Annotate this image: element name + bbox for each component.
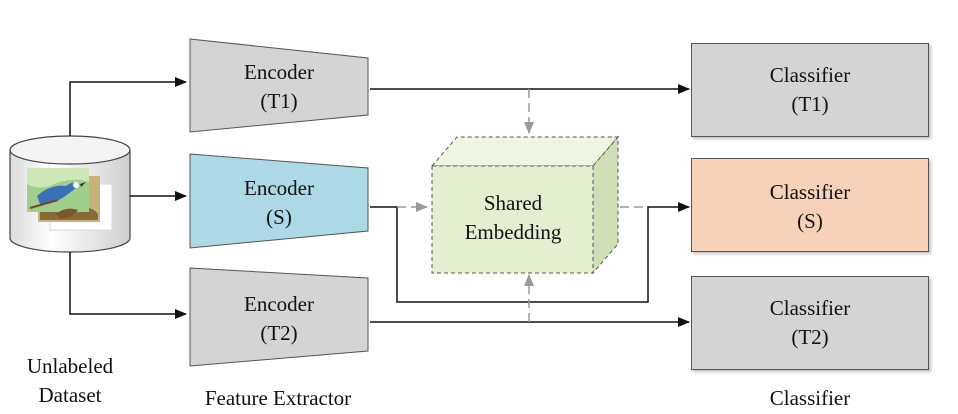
encoders	[189, 38, 369, 367]
shared-embedding-cube	[430, 135, 620, 275]
encoder-t1-shape	[189, 38, 369, 133]
feature-extractor-column-label: Feature Extractor	[204, 386, 352, 410]
encoder-t2-shape	[189, 267, 369, 367]
embedding-connectors	[397, 89, 648, 322]
classifier-t2-label: Classifier(T2)	[769, 296, 851, 349]
classifier-s-box	[691, 158, 929, 252]
classifier-t1-box	[691, 43, 929, 137]
classifier-column-label: Classifier	[769, 386, 851, 410]
encoder-s-label: Encoder(S)	[244, 176, 314, 229]
classifier-t1-label: Classifier(T1)	[769, 63, 851, 116]
encoder-t1-label: Encoder(T1)	[244, 60, 314, 113]
bird-images-icon	[27, 168, 113, 231]
encoder-t2-label: Encoder(T2)	[244, 292, 314, 345]
encoder-s-shape	[189, 153, 369, 249]
classifier-t2-box	[691, 276, 929, 370]
classifier-s-label: Classifier(S)	[769, 180, 851, 233]
